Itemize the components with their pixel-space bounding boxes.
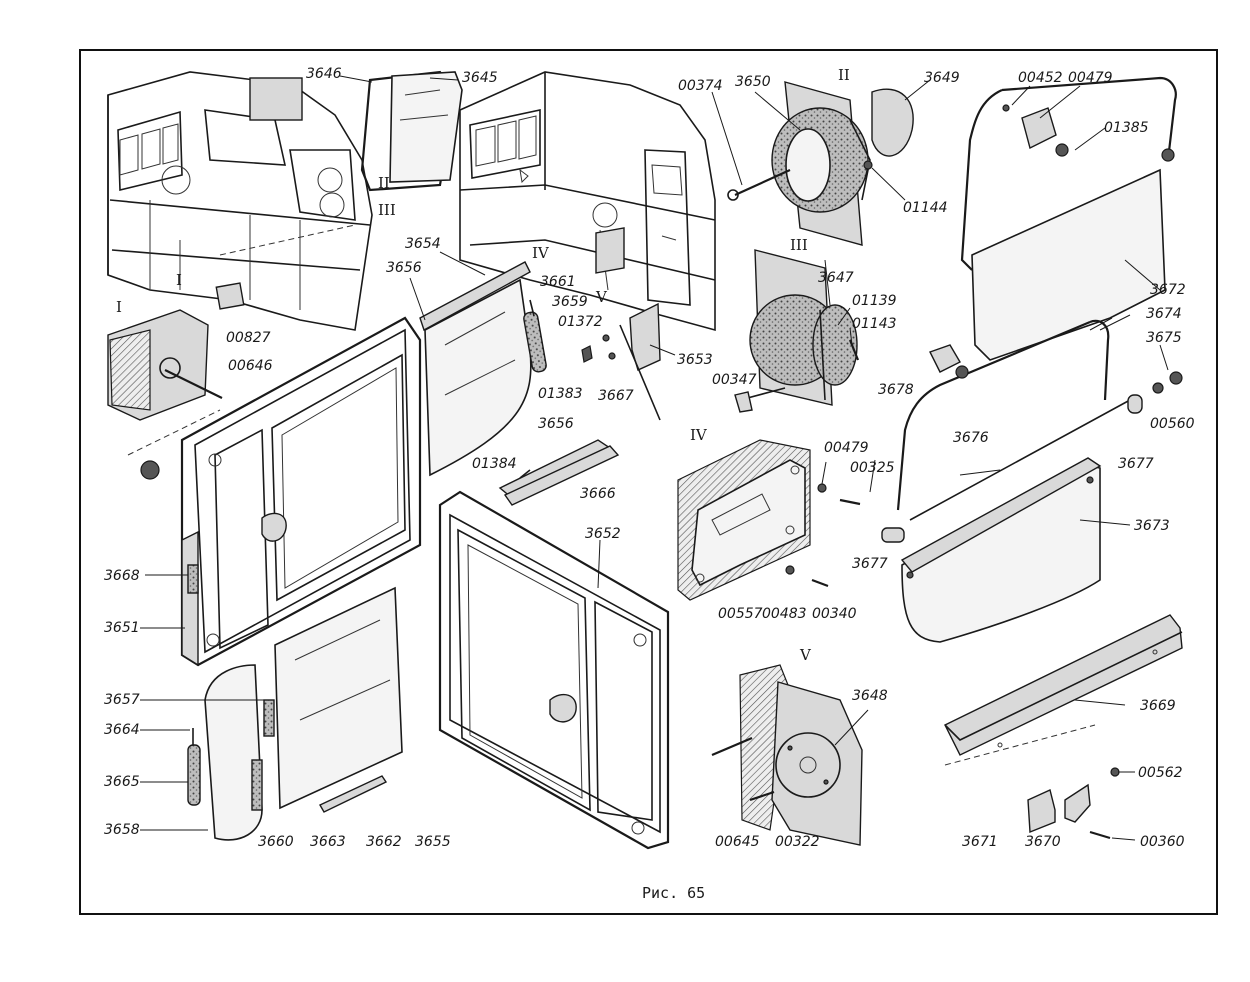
section-marker-V: V <box>595 288 608 306</box>
section-marker-I: I <box>176 271 182 289</box>
label-3656-top: 3656 <box>386 260 422 276</box>
bar-3669 <box>944 614 1183 766</box>
label-3652: 3652 <box>585 526 621 542</box>
label-3677-left: 3677 <box>852 556 888 572</box>
glass-3645-group <box>360 70 463 192</box>
label-00360: 00360 <box>1140 834 1185 850</box>
latch-parts <box>523 227 661 421</box>
cab-left-view <box>107 71 373 331</box>
section-marker-II: II <box>378 174 390 192</box>
label-3674: 3674 <box>1146 306 1182 322</box>
door-3651 <box>180 316 422 667</box>
label-00827: 00827 <box>226 330 271 346</box>
label-3669: 3669 <box>1140 698 1176 714</box>
label-3664: 3664 <box>104 722 140 738</box>
label-3676: 3676 <box>953 430 989 446</box>
figure-caption: Рис. 65 <box>642 884 705 902</box>
label-3673: 3673 <box>1134 518 1170 534</box>
label-01144: 01144 <box>903 200 948 216</box>
label-00347: 00347 <box>712 372 757 388</box>
label-3659: 3659 <box>552 294 588 310</box>
label-3665: 3665 <box>104 774 140 790</box>
visor-3672 <box>960 76 1177 361</box>
label-3661: 3661 <box>540 274 576 290</box>
label-3647: 3647 <box>818 270 854 286</box>
label-00560: 00560 <box>1150 416 1195 432</box>
label-00645: 00645 <box>715 834 760 850</box>
leader-lines <box>140 75 1169 841</box>
label-3666: 3666 <box>580 486 616 502</box>
label-3677-right: 3677 <box>1118 456 1154 472</box>
view-marker-V: V <box>799 646 812 664</box>
label-3658: 3658 <box>104 822 140 838</box>
view-marker-II: II <box>838 66 850 84</box>
section-marker-III: III <box>378 201 396 219</box>
label-00483: 00483 <box>762 606 807 622</box>
label-3653: 3653 <box>677 352 713 368</box>
label-3651: 3651 <box>104 620 140 636</box>
view-marker-IV: IV <box>690 426 708 444</box>
label-3671: 3671 <box>962 834 998 850</box>
page-frame <box>79 49 1218 915</box>
label-01383: 01383 <box>538 386 583 402</box>
detail-IV <box>677 439 861 601</box>
label-01143: 01143 <box>852 316 897 332</box>
detail-III <box>734 249 860 413</box>
label-01385: 01385 <box>1104 120 1149 136</box>
label-3657: 3657 <box>104 692 140 708</box>
detail-II <box>727 81 914 246</box>
label-00557: 00557 <box>718 606 763 622</box>
door-3652 <box>438 490 670 850</box>
label-00479-top: 00479 <box>1068 70 1113 86</box>
detail-V <box>711 664 863 846</box>
label-3650: 3650 <box>735 74 771 90</box>
label-3670: 3670 <box>1025 834 1061 850</box>
label-00374: 00374 <box>678 78 723 94</box>
label-01139: 01139 <box>852 293 897 309</box>
section-marker-IV: IV <box>532 244 550 262</box>
label-3654: 3654 <box>405 236 441 252</box>
label-3648: 3648 <box>852 688 888 704</box>
strip-3666 <box>498 439 620 506</box>
view-marker-I-left: I <box>116 298 122 316</box>
visor-3673 <box>900 457 1102 643</box>
label-00646: 00646 <box>228 358 273 374</box>
label-3678: 3678 <box>878 382 914 398</box>
label-00322: 00322 <box>775 834 820 850</box>
label-00562: 00562 <box>1138 765 1183 781</box>
label-3675: 3675 <box>1146 330 1182 346</box>
glass-3655 <box>187 586 403 841</box>
label-3662: 3662 <box>366 834 402 850</box>
label-01384: 01384 <box>472 456 517 472</box>
label-00452: 00452 <box>1018 70 1063 86</box>
label-00325: 00325 <box>850 460 895 476</box>
view-marker-III: III <box>790 236 808 254</box>
label-3645: 3645 <box>462 70 498 86</box>
label-3667: 3667 <box>598 388 634 404</box>
label-3660: 3660 <box>258 834 294 850</box>
bracket-3670 <box>1027 767 1120 840</box>
label-00340: 00340 <box>812 606 857 622</box>
part-labels: 3646 3645 00374 3650 3649 00452 00479 01… <box>104 66 1195 850</box>
label-3649: 3649 <box>924 70 960 86</box>
rod-3674-3676 <box>881 319 1183 543</box>
label-00479-mid: 00479 <box>824 440 869 456</box>
label-3668: 3668 <box>104 568 140 584</box>
label-01372: 01372 <box>558 314 603 330</box>
detail-I-block <box>107 282 245 480</box>
label-3646: 3646 <box>306 66 342 82</box>
label-3655: 3655 <box>415 834 451 850</box>
label-3672: 3672 <box>1150 282 1186 298</box>
glass-3654 <box>419 261 532 477</box>
label-3656-mid: 3656 <box>538 416 574 432</box>
label-3663: 3663 <box>310 834 346 850</box>
